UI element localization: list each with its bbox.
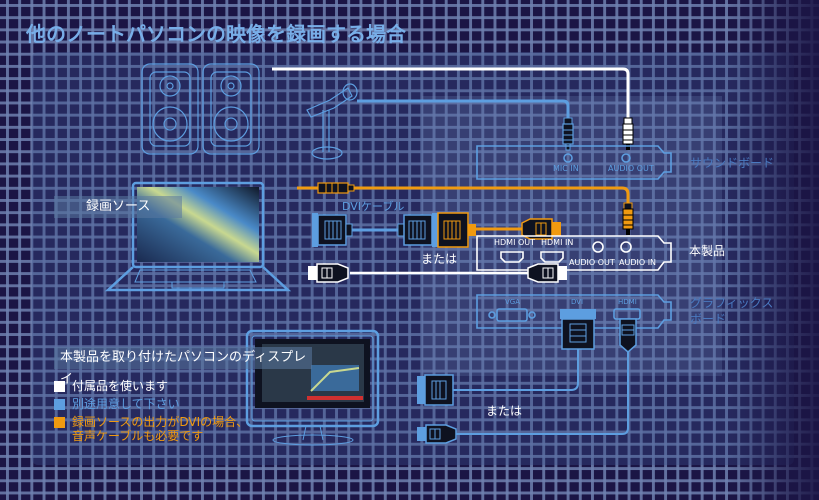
dvi-hdmi-adapter-icon — [437, 212, 476, 248]
display-label: 本製品を取り付けたパソコンのディスプレイ — [54, 347, 312, 387]
legend-text-dvi-audio-line1: 録画ソースの出力がDVIの場合、 — [72, 415, 249, 429]
legend-swatch-blue — [54, 399, 65, 410]
mic-cable — [357, 99, 570, 120]
legend-item-included: 付属品を使います — [54, 379, 248, 393]
or-label-top: または — [421, 252, 458, 266]
legend-item-separate: 別途用意して下さい — [54, 397, 248, 411]
port-label-vga: VGA — [505, 298, 521, 306]
legend-text-included: 付属品を使います — [72, 379, 169, 393]
dvi-cable-monitor — [453, 349, 579, 391]
graphics-board-label-line1: グラフィックス — [690, 296, 774, 310]
speaker-cable — [272, 67, 630, 120]
dvi-connector-right-icon — [397, 213, 438, 247]
legend-swatch-orange — [54, 417, 65, 428]
hdmi-plug-graphics-icon — [619, 318, 637, 353]
port-label-hdmi: HDMI — [618, 298, 637, 306]
orange-plug-left-icon — [317, 182, 355, 194]
product-label: 本製品 — [689, 244, 726, 258]
graphics-board-label-line2: ボード — [690, 312, 727, 326]
legend-swatch-white — [54, 381, 65, 392]
audio-out-plug-icon — [622, 117, 634, 150]
hdmi-plug-monitor-icon — [417, 424, 457, 444]
hdmi-cable-monitor — [455, 352, 629, 435]
monitor-icon — [245, 329, 380, 446]
recording-source-label: 録画ソース — [54, 196, 182, 218]
or-label-bottom: または — [486, 404, 523, 418]
dvi-plug-monitor-icon — [417, 374, 454, 406]
port-label-dvi: DVI — [571, 298, 584, 306]
dvi-cable-label: DVIケーブル — [342, 200, 405, 213]
page-title: 他のノートパソコンの映像を録画する場合 — [26, 22, 406, 46]
port-label-audio-out-sound: AUDIO OUT — [608, 164, 654, 173]
legend-text-dvi-audio-line2: 音声ケーブルも必要です — [72, 429, 204, 443]
legend-item-dvi-audio: 録画ソースの出力がDVIの場合、 音声ケーブルも必要です — [54, 415, 248, 443]
hdmi-plug-orange-icon — [521, 218, 561, 240]
dvi-plug-graphics-icon — [560, 309, 596, 350]
port-label-audio-in: AUDIO IN — [619, 258, 657, 267]
orange-plug-right-icon — [622, 202, 634, 235]
audio-cable-orange — [297, 186, 630, 204]
mic-plug-icon — [562, 117, 574, 151]
port-label-hdmi-out: HDMI OUT — [494, 238, 536, 247]
legend: 付属品を使います 別途用意して下さい 録画ソースの出力がDVIの場合、 音声ケー… — [54, 379, 248, 447]
hdmi-plug-white-left-icon — [308, 263, 349, 283]
port-label-audio-out: AUDIO OUT — [569, 258, 615, 267]
laptop-icon — [104, 181, 292, 292]
sound-board — [476, 145, 672, 180]
legend-text-separate: 別途用意して下さい — [72, 397, 180, 411]
port-label-hdmi-in: HDMI IN — [541, 238, 574, 247]
sound-board-label: サウンドボード — [690, 156, 775, 170]
legend-text-dvi-audio: 録画ソースの出力がDVIの場合、 音声ケーブルも必要です — [72, 415, 248, 443]
microphone-icon — [306, 83, 358, 160]
hdmi-plug-white-right-icon — [527, 263, 567, 283]
port-label-mic-in: MIC IN — [553, 164, 579, 173]
right-edge-fade — [728, 0, 819, 500]
graphics-board-label: グラフィックス ボード — [690, 295, 773, 327]
speakers-icon — [141, 63, 260, 155]
dvi-connector-left-icon — [312, 213, 353, 247]
